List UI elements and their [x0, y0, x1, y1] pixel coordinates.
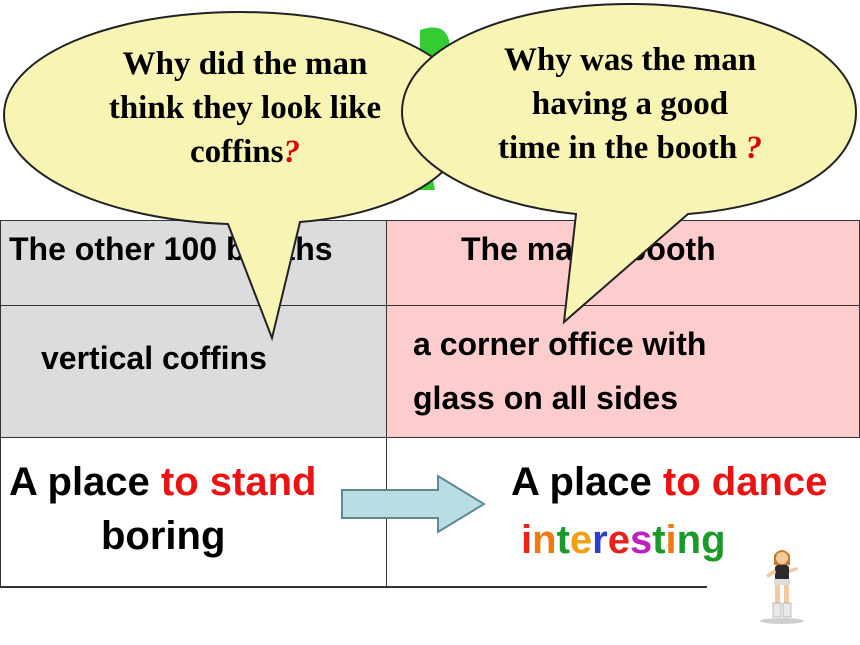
rainbow-letter: e — [569, 518, 593, 562]
bubble-right-line2: having a good — [531, 86, 729, 122]
bubble-right-line3: time in the booth ? — [460, 126, 800, 170]
row1-right-line2: glass on all sides — [413, 380, 678, 416]
rainbow-letter: n — [532, 518, 557, 562]
row2-right-title: A place to dance — [511, 460, 827, 505]
rainbow-letter: t — [652, 518, 666, 562]
row2-left-prefix: A place — [9, 460, 161, 504]
table-bottom-border — [0, 586, 707, 588]
row1-left-text: vertical coffins — [41, 340, 267, 376]
table-right-border-mask — [856, 438, 860, 588]
row2-right-prefix: A place — [511, 460, 663, 504]
rainbow-letter: s — [629, 518, 653, 562]
row2-left-title: A place to stand — [9, 460, 316, 505]
rainbow-letter: t — [556, 518, 570, 562]
row2-left-red: to stand — [160, 460, 317, 504]
rainbow-letter: i — [665, 518, 677, 562]
row2-left-cell: A place to stand boring — [0, 437, 387, 588]
bubble-left-text: Why did the man think they look like cof… — [70, 42, 420, 174]
row1-right-cell: a corner office with glass on all sides — [386, 305, 860, 438]
bubble-right-line3-text: time in the booth — [498, 130, 738, 166]
bubble-left-line3-text: coffins — [190, 134, 284, 170]
row1-right-line1: a corner office with — [413, 326, 707, 362]
bubble-left-qmark: ? — [283, 134, 301, 170]
row2-right-red: to dance — [662, 460, 828, 504]
row2-left-word: boring — [101, 514, 226, 558]
row2-right-word: interesting — [521, 518, 726, 563]
rainbow-letter: i — [521, 518, 533, 562]
bubble-right-line1: Why was the man — [503, 42, 757, 78]
rainbow-letter: g — [701, 518, 726, 562]
comparison-table: The other 100 booths The man's booth ver… — [0, 220, 860, 588]
header-left-cell: The other 100 booths — [0, 220, 387, 306]
dancing-girl-icon — [760, 550, 804, 624]
bubble-right-qmark: ? — [745, 130, 763, 166]
row1-left-cell: vertical coffins — [0, 305, 387, 438]
bubble-left-line3: coffins? — [70, 130, 420, 174]
bubble-left-line1: Why did the man — [122, 46, 368, 82]
bubble-left-line2: think they look like — [108, 90, 382, 126]
arrow-right-icon — [341, 474, 486, 534]
speech-bubble-right — [400, 2, 858, 325]
rainbow-letter: e — [607, 518, 630, 562]
rainbow-letter: r — [592, 518, 608, 562]
bubble-right-text: Why was the man having a good time in th… — [460, 38, 800, 170]
rainbow-letter: n — [676, 518, 702, 562]
